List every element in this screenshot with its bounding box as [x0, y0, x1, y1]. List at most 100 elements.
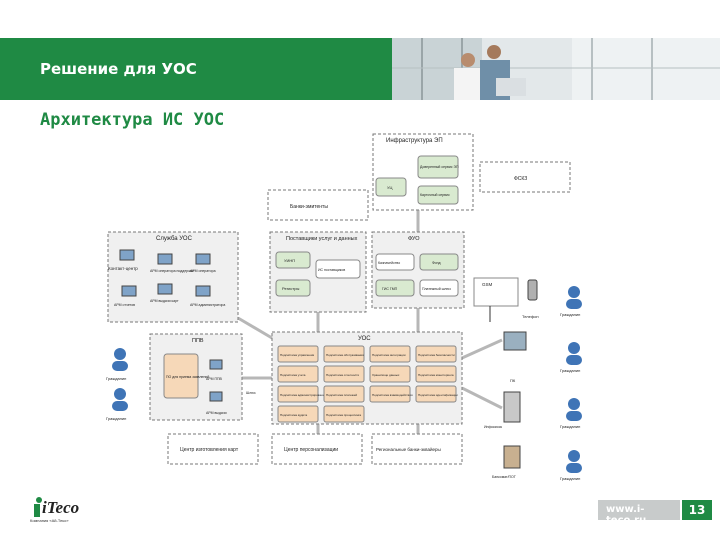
card-service-label: Карточный сервис: [420, 193, 450, 197]
regional-label: Региональные банки-эквайеры: [376, 446, 441, 452]
arm-ppv-issue-icon: [209, 391, 223, 402]
uos-subsystem-label: Подсистема идентификации: [418, 393, 458, 397]
supplier-systems-node: [315, 259, 361, 279]
gsm-label: GSM: [482, 282, 493, 287]
diagram-heading: Архитектура ИС УОС: [40, 110, 225, 130]
citizen-label: Гражданин: [560, 424, 580, 429]
call-center-label: Контакт-центр: [108, 266, 138, 271]
citizen-label: Гражданин: [106, 416, 126, 421]
uinp-label: УИНП: [284, 258, 295, 263]
iteco-logo: [30, 496, 80, 524]
gsm-box: [473, 277, 519, 307]
gis-node: [375, 279, 415, 297]
connector-arrow: [237, 316, 273, 340]
arm-ppv-icon: [209, 359, 223, 370]
atm-icon: [503, 445, 521, 469]
uos-title: УОС: [358, 336, 371, 342]
ca-node: [375, 177, 407, 197]
ca-label: УЦ: [387, 185, 393, 190]
arm-reports-icon: [121, 285, 137, 297]
uos-subsystem-block: [323, 405, 365, 423]
uos-subsystem-label: Подсистема администрирования: [280, 393, 326, 397]
arm-operator-icon: [195, 253, 211, 265]
infra-region: [372, 133, 474, 211]
infra-title: Инфраструктура ЭП: [386, 138, 443, 144]
connector-arrow: [461, 386, 503, 410]
card-center-label: Центр изготовления карт: [180, 447, 239, 453]
uos-subsystem-block: [277, 365, 319, 383]
citizen-label: Гражданин: [560, 476, 580, 481]
citizen-icon: [566, 398, 582, 421]
uos-subsystem-label: Хранилище данных: [372, 373, 400, 377]
ppv-title: ППВ: [192, 338, 204, 344]
suppliers-title: Поставщики услуг и данных: [286, 236, 358, 242]
registries-label: Регистры: [282, 286, 299, 291]
arm-ppv-issue-label: АРМ выдачи: [206, 411, 227, 415]
logo-tagline: Компания «Ай-Теко»: [30, 518, 69, 523]
arm-operator-label: АРМ оператора: [190, 269, 216, 273]
arm-issue-icon: [157, 283, 173, 295]
header-photo: [392, 38, 720, 100]
pc-label: ПК: [510, 378, 516, 383]
banks-region: [267, 189, 369, 221]
kiosk-icon: [503, 391, 521, 423]
atm-label: Банкомат/ПОТ: [492, 475, 517, 479]
fund-label: Фонд: [432, 261, 441, 265]
uos-subsystem-block: [415, 385, 457, 403]
fuo-title: ФУО: [408, 236, 420, 242]
citizen-label: Гражданин: [106, 376, 126, 381]
uos-subsystem-block: [323, 385, 365, 403]
trusted-service-label: Доверенный сервис ЭП: [420, 165, 459, 169]
treasury-node: [375, 253, 415, 271]
supplier-systems-label: ИС поставщиков: [318, 268, 345, 272]
registries-node: [275, 279, 311, 297]
arm-support-label: АРМ оператора поддержки: [150, 269, 194, 273]
architecture-diagram: Инфраструктура ЭП УЦ Доверенный сервис Э…: [100, 128, 600, 490]
gateway-label: Шлюз: [246, 391, 256, 395]
uos-subsystem-label: Подсистема отчетности: [326, 373, 359, 377]
uos-subsystem-label: Подсистема интеграции: [372, 353, 406, 357]
card-service-node: [417, 185, 459, 205]
arm-reports-label: АРМ отчетов: [114, 303, 135, 307]
footer-url-bar: www.i-teco.ru: [598, 500, 680, 526]
service-region: [107, 231, 239, 323]
fsk-label: ФСКЗ: [514, 176, 527, 182]
uos-subsystem-label: Подсистема безопасности: [418, 353, 455, 357]
uos-subsystem-block: [369, 345, 411, 363]
perso-label: Центр персонализации: [284, 447, 338, 453]
uos-subsystem-label: Подсистема платежей: [326, 393, 357, 397]
arm-issue-label: АРМ выдачи карт: [150, 299, 179, 303]
fsk-region: [479, 161, 571, 193]
uos-subsystem-block: [415, 365, 457, 383]
citizen-icon: [566, 450, 582, 473]
uos-subsystem-block: [369, 365, 411, 383]
ppv-app-node: [163, 353, 199, 399]
arm-support-icon: [157, 253, 173, 265]
connector-arrow: [461, 338, 503, 360]
phone-label: Телефон: [522, 314, 539, 319]
uos-subsystem-label: Подсистема мониторинга: [418, 373, 454, 377]
uos-subsystem-label: Подсистема аудита: [280, 413, 308, 417]
logo-text: iTeco: [42, 498, 80, 517]
call-center-icon: [119, 249, 135, 261]
gis-label: ГИС ГМП: [382, 287, 398, 291]
arm-admin-label: АРМ администратора: [190, 303, 225, 307]
uos-subsystem-label: Подсистема процессинга: [326, 413, 361, 417]
pc-icon: [503, 331, 527, 351]
ppv-app-label: ПО для приема заявлений: [166, 375, 209, 379]
header-banner: Решение для УОС: [0, 38, 720, 100]
page-number: 13: [682, 500, 712, 520]
citizen-label: Гражданин: [560, 368, 580, 373]
uos-subsystem-label: Подсистема управления: [280, 353, 314, 357]
uos-subsystem-block: [277, 405, 319, 423]
uos-subsystem-block: [277, 345, 319, 363]
card-center-region: [167, 433, 259, 465]
uos-subsystem-label: Подсистема взаимодействия: [372, 393, 413, 397]
website-link[interactable]: www.i-teco.ru: [606, 504, 647, 526]
phone-icon: [527, 279, 538, 301]
uos-subsystem-block: [323, 345, 365, 363]
arm-admin-icon: [195, 285, 211, 297]
service-title: Служба УОС: [156, 236, 193, 242]
banks-title: Банки-эмитенты: [290, 204, 328, 210]
